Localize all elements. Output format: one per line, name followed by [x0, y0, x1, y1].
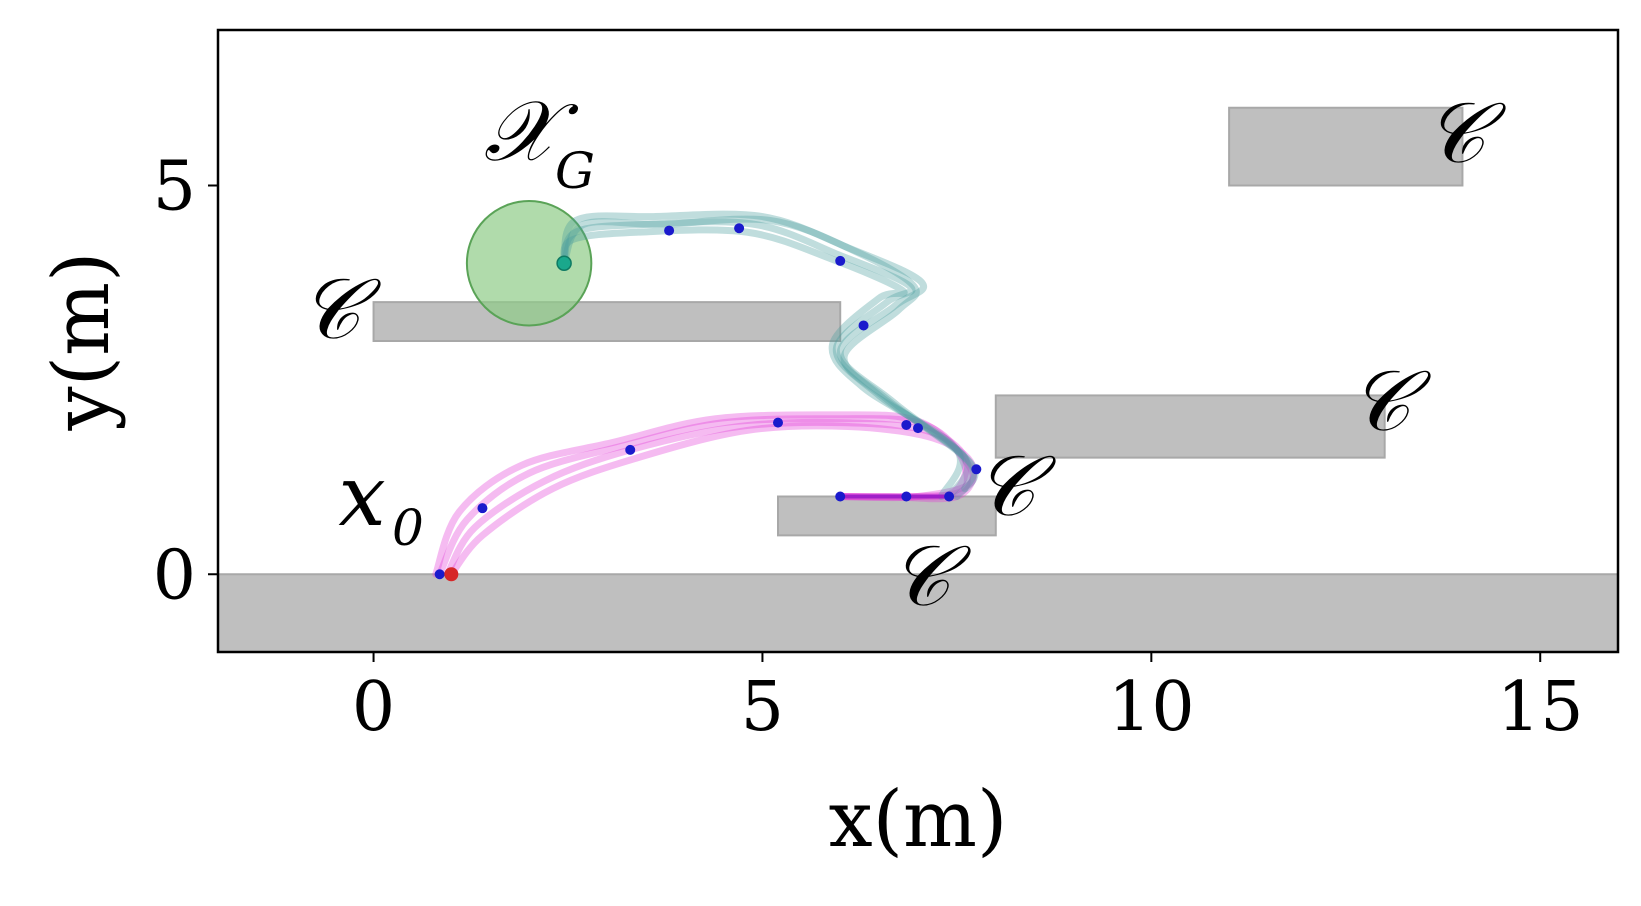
obstacle-label-4: 𝒞: [1424, 84, 1506, 182]
x-tick-label-10: 10: [1108, 668, 1195, 747]
goal-region-subscript: G: [555, 142, 595, 200]
trajectory-1-0: [560, 218, 972, 500]
start-point: [444, 567, 459, 582]
trajectory-1-2: [560, 226, 964, 500]
x-axis-title: x(m): [829, 775, 1008, 865]
waypoint-1-1: [734, 223, 745, 234]
goal-region-group: [465, 200, 593, 327]
y-tick-label-0: 0: [153, 536, 196, 615]
waypoint-0-8: [901, 491, 912, 502]
waypoint-0-3: [773, 417, 783, 428]
obstacle-2: [777, 495, 997, 537]
trajectory-1-1: [560, 210, 979, 500]
waypoint-0-7: [835, 491, 846, 502]
waypoint-0-4: [901, 419, 912, 430]
waypoint-0-1: [477, 503, 488, 514]
start-subscript: 0: [392, 499, 424, 557]
waypoints: [434, 223, 982, 582]
plot-frame: [216, 28, 1620, 654]
x-tick-label-15: 15: [1497, 668, 1584, 747]
obstacle-label-1: 𝒞: [299, 260, 381, 358]
trajectory-0-2: [432, 411, 977, 578]
obstacle-label-3: 𝒞: [1349, 352, 1431, 450]
waypoint-0-6: [971, 464, 982, 475]
obstacle-4: [1228, 106, 1464, 187]
goal-region: [465, 200, 593, 327]
waypoint-1-2: [835, 255, 846, 266]
waypoint-0-2: [625, 444, 636, 455]
x-tick-label-5: 5: [741, 668, 784, 747]
trajectories: [432, 210, 979, 578]
trajectory-1-3: [560, 215, 977, 493]
waypoint-0-5: [913, 423, 923, 434]
axis-ticks: 0 5 10 15 0 5: [153, 148, 1584, 748]
waypoint-0-0: [434, 569, 445, 580]
y-axis-title: y(m): [37, 252, 127, 432]
y-tick-label-5: 5: [153, 148, 196, 227]
obstacle-1: [372, 301, 842, 342]
waypoint-0-9: [944, 491, 955, 502]
waypoint-1-3: [858, 320, 869, 331]
x-tick-label-0: 0: [352, 668, 395, 747]
trajectory-0-0: [436, 415, 971, 578]
obstacle-3: [994, 394, 1386, 459]
waypoint-1-0: [664, 225, 675, 236]
plot-area: [218, 106, 1618, 652]
obstacle-0: [218, 573, 1618, 652]
obstacles: [218, 106, 1618, 652]
start-label: x: [338, 447, 385, 545]
goal-point: [556, 255, 572, 271]
